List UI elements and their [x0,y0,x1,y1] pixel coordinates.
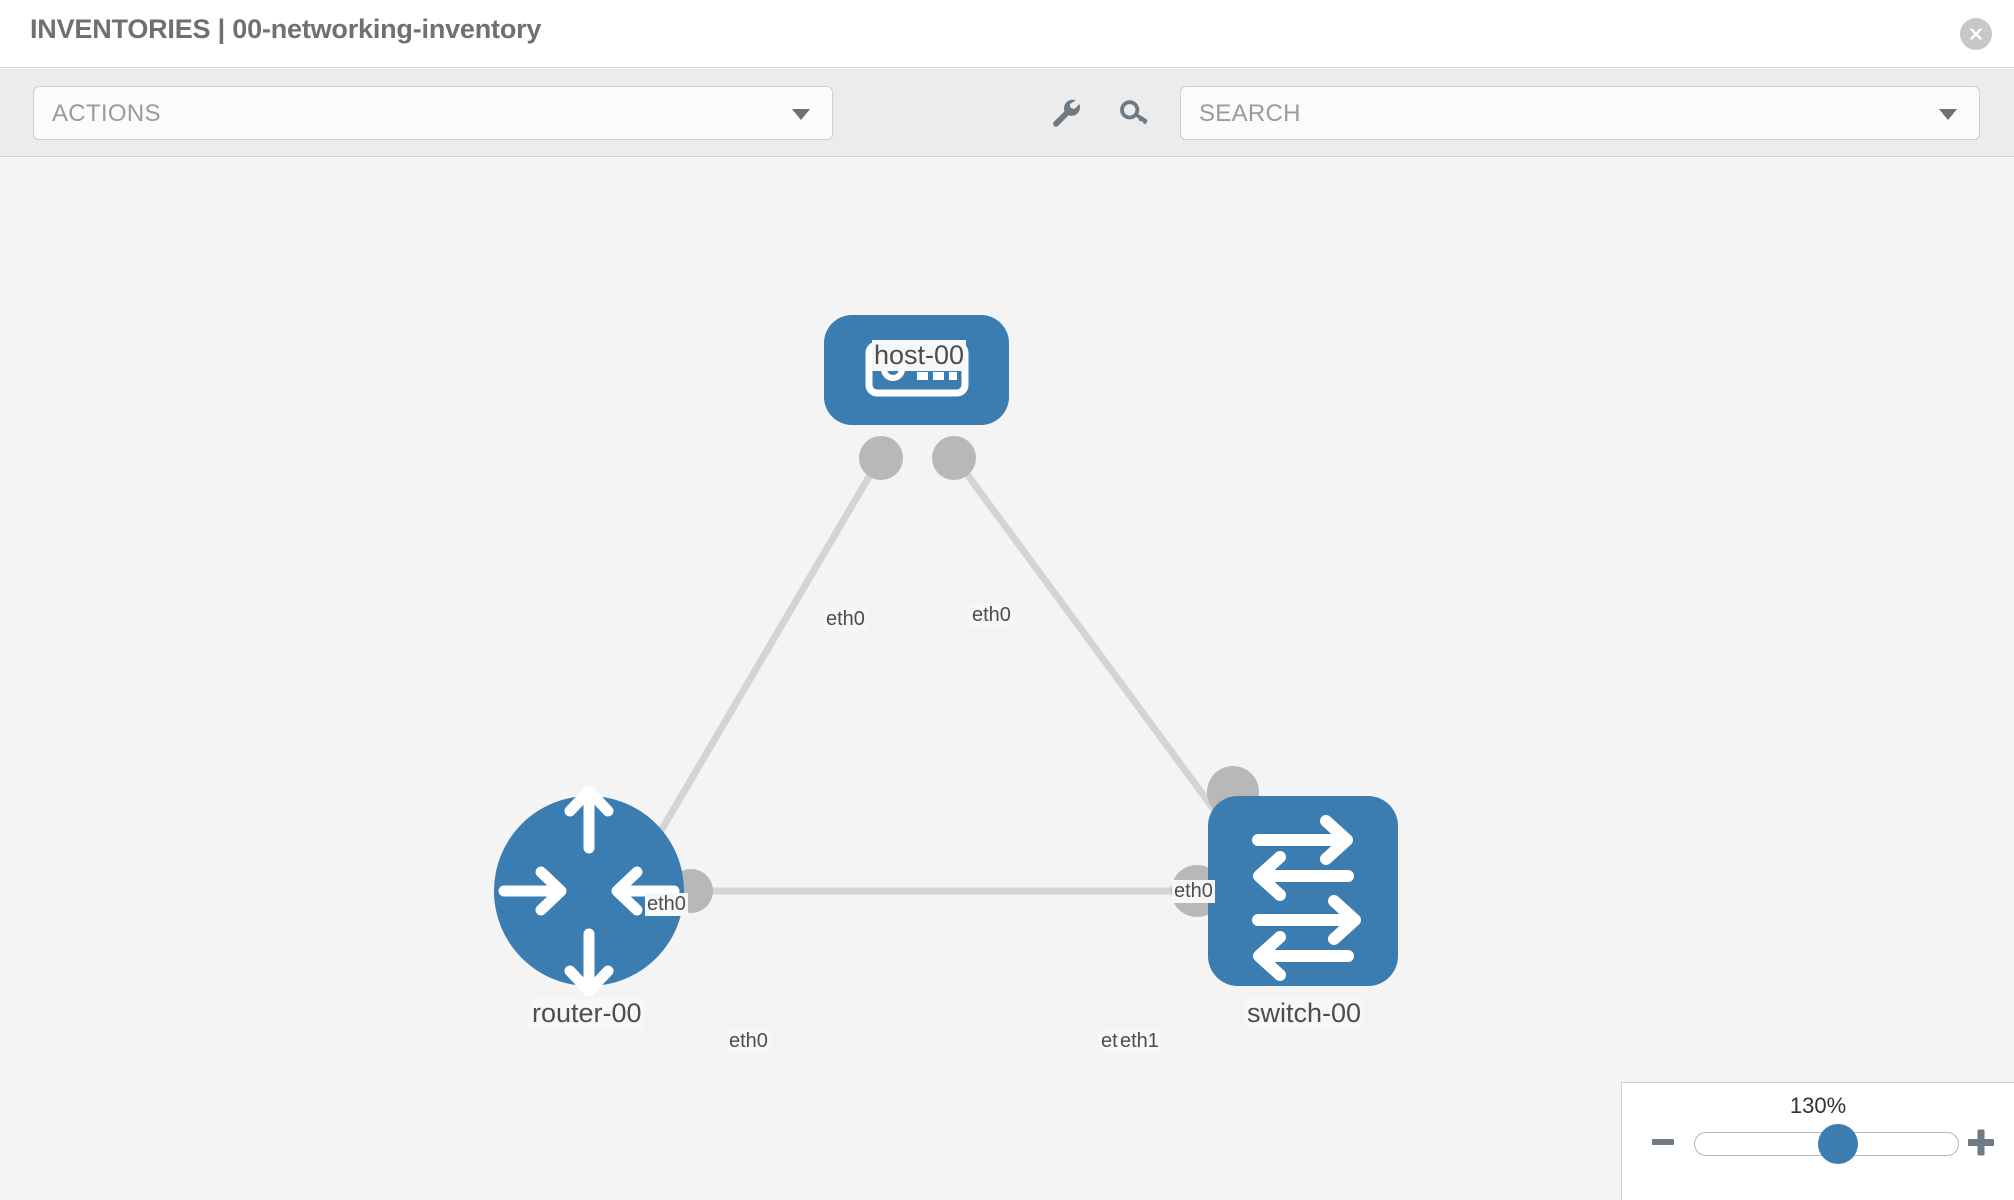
interface-label: eth0 [1172,880,1215,903]
node-label-host-00: host-00 [872,340,967,371]
wrench-icon [1053,99,1081,127]
node-label-router-00: router-00 [530,998,644,1029]
node-router-00[interactable] [494,785,684,997]
endpoint-group [626,436,1259,917]
link-host-switch[interactable] [952,455,1238,841]
page-title: INVENTORIES | 00-networking-inventory [30,14,542,44]
page-header: INVENTORIES | 00-networking-inventory [0,0,2014,68]
interface-label: eth0 [824,608,867,631]
chevron-down-icon [792,109,810,120]
switch-arrows-icon [1252,815,1361,981]
zoom-level-label: 130% [1789,1093,1847,1118]
toolbar: ACTIONS SEARCH [0,69,2014,157]
actions-dropdown[interactable]: ACTIONS [33,86,833,140]
node-switch-00[interactable] [1208,796,1398,986]
topology-canvas[interactable]: host-00 router-00 switch-00 eth0 eth0 et… [0,158,2014,1200]
minus-icon [1652,1139,1674,1145]
plus-icon [1968,1129,1994,1156]
interface-label: eth0 [970,604,1013,627]
chevron-down-icon [1939,109,1957,120]
link-group [641,455,1238,895]
interface-label: eth0 [645,893,688,916]
wrench-button[interactable] [1046,93,1086,133]
search-placeholder-label: SEARCH [1199,100,1301,127]
endpoint-host-right[interactable] [932,436,976,480]
topology-graph [494,315,1398,997]
link-host-router[interactable] [641,456,884,860]
search-input[interactable]: SEARCH [1180,86,1980,140]
interface-label: eth0 [727,1030,770,1053]
actions-dropdown-label: ACTIONS [52,100,161,127]
node-label-switch-00: switch-00 [1245,998,1364,1029]
close-icon [1970,28,1982,40]
interface-label: eth1 [1118,1030,1161,1053]
router-arrows-icon [498,785,680,997]
zoom-slider-thumb[interactable] [1818,1124,1858,1164]
zoom-out-button[interactable] [1646,1125,1680,1159]
endpoint-host-left[interactable] [859,436,903,480]
close-button[interactable] [1960,18,1992,50]
zoom-in-button[interactable] [1964,1125,1998,1159]
key-button[interactable] [1115,93,1155,133]
key-icon [1120,100,1148,125]
zoom-control-panel: 130% [1621,1082,2014,1200]
